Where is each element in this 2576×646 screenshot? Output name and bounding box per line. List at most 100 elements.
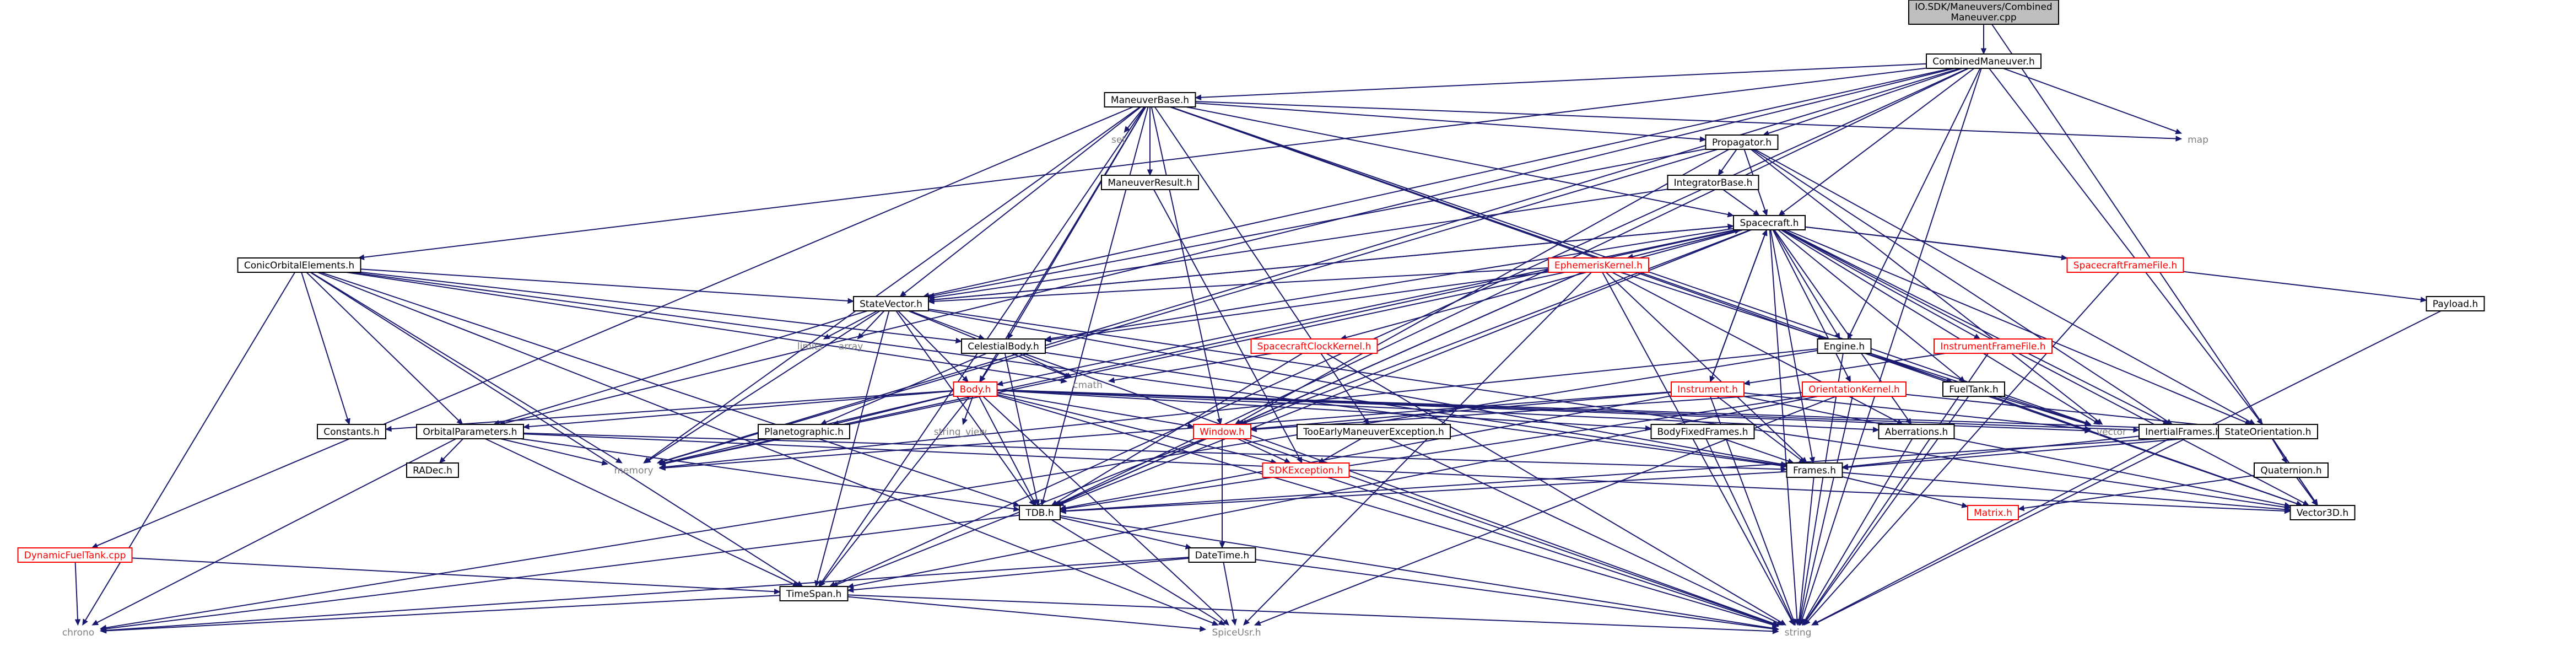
node-label: string_view — [934, 427, 987, 438]
node-tooearly[interactable]: TooEarlyManeuverException.h — [1297, 424, 1451, 439]
node-statevector[interactable]: StateVector.h — [853, 296, 929, 311]
node-label: DateTime.h — [1195, 550, 1249, 561]
node-maneuverresult[interactable]: ManeuverResult.h — [1101, 175, 1199, 190]
node-payload[interactable]: Payload.h — [2426, 296, 2485, 311]
node-frame — [2218, 424, 2318, 439]
edge-body-to-aberrations — [997, 389, 1873, 430]
node-instrument[interactable]: Instrument.h — [1671, 381, 1745, 397]
edge-tdb-to-string — [1060, 515, 1773, 629]
node-label: OrientationKernel.h — [1808, 384, 1900, 395]
edge-frames-to-vector3d — [1842, 472, 2285, 510]
edge-frames-to-tdb — [1065, 471, 1787, 512]
node-inertialframes[interactable]: InertialFrames.h — [2138, 424, 2228, 439]
node-frame — [953, 381, 998, 397]
arrowhead-maneuverbase-to-set — [1124, 126, 1130, 133]
edge-dynamicfueltank-to-chrono — [74, 562, 78, 620]
edge-conic-to-chrono — [85, 272, 296, 621]
node-frames[interactable]: Frames.h — [1786, 462, 1843, 478]
node-orientationkernel[interactable]: OrientationKernel.h — [1802, 381, 1907, 397]
edge-statevector-to-memory — [649, 310, 881, 461]
node-set: set — [1111, 134, 1126, 146]
node-vector: vector — [2097, 427, 2126, 438]
node-frame — [2254, 462, 2329, 478]
edge-spacecraft-to-celestialbody — [1050, 228, 1734, 340]
node-bodyfixedframes[interactable]: BodyFixedFrames.h — [1650, 424, 1755, 439]
node-planetographic[interactable]: Planetographic.h — [758, 424, 850, 439]
edge-frames-to-matrix — [1842, 476, 1963, 506]
node-label: cmath — [1073, 380, 1103, 391]
edge-conic-to-orbitalparameters — [306, 272, 460, 421]
node-frame — [1802, 381, 1907, 397]
arrowhead-conic-to-tdb — [1013, 501, 1020, 507]
edge-spacecraft-to-inertialframes — [1783, 229, 2164, 423]
arrowhead-tdb-to-spiceusr — [1218, 620, 1225, 626]
edge-instrumentframefile-to-instrument — [1749, 353, 1946, 384]
edge-body-to-bodyfixedframes — [997, 390, 1646, 429]
edge-engine-to-string — [1799, 353, 1844, 620]
arrowhead-body-to-tdb — [1030, 499, 1036, 507]
node-conic[interactable]: ConicOrbitalElements.h — [237, 257, 361, 273]
node-propagator[interactable]: Propagator.h — [1705, 134, 1779, 150]
arrowhead-celestialbody-to-body — [979, 375, 986, 383]
edge-statevector-to-limits — [828, 310, 878, 337]
node-aberrations[interactable]: Aberrations.h — [1878, 424, 1955, 439]
node-frame — [406, 462, 459, 478]
node-frame — [1908, 0, 2059, 25]
node-label: memory — [614, 465, 653, 476]
node-sdkexception[interactable]: SDKException.h — [1262, 462, 1350, 478]
edge-inertialframes-to-frames — [1848, 435, 2140, 467]
node-spacecraft[interactable]: Spacecraft.h — [1733, 215, 1806, 230]
node-frame — [1104, 92, 1196, 107]
edge-instrument-to-memory — [665, 391, 1672, 469]
node-orbitalparameters[interactable]: OrbitalParameters.h — [416, 424, 524, 439]
node-stateorientation[interactable]: StateOrientation.h — [2218, 424, 2318, 439]
node-label: RADec.h — [413, 465, 452, 476]
arrowhead-orbitalparameters-to-chrono — [91, 620, 99, 626]
node-root[interactable]: IO.SDK/Maneuvers/CombinedManeuver.cpp — [1908, 0, 2059, 25]
arrowhead-orbitalparameters-to-memory — [601, 460, 609, 466]
node-frame — [1671, 381, 1745, 397]
edge-datetime-to-timespan — [853, 557, 1189, 591]
node-ephemeriskernel[interactable]: EphemerisKernel.h — [1548, 257, 1649, 273]
node-constants[interactable]: Constants.h — [317, 424, 386, 439]
node-timespan[interactable]: TimeSpan.h — [779, 586, 849, 601]
edge-datetime-to-string — [1255, 559, 1773, 629]
node-radec[interactable]: RADec.h — [406, 462, 459, 478]
node-combined[interactable]: CombinedManeuver.h — [1926, 53, 2042, 69]
edge-dynamicfueltank-to-timespan — [132, 557, 775, 593]
node-vector3d[interactable]: Vector3D.h — [2289, 505, 2356, 520]
edge-combined-to-map — [2003, 68, 2177, 132]
node-frame — [1193, 424, 1251, 439]
node-label: Propagator.h — [1712, 137, 1772, 148]
arrowhead-conic-to-statevector — [847, 298, 855, 304]
node-body[interactable]: Body.h — [953, 381, 998, 397]
node-integratorbase[interactable]: IntegratorBase.h — [1667, 175, 1759, 190]
edge-body-to-window — [997, 392, 1189, 427]
node-engine[interactable]: Engine.h — [1817, 338, 1872, 354]
edge-tdb-to-spiceusr — [1051, 519, 1221, 623]
edge-spacecraft-to-stateorientation — [1786, 229, 2246, 423]
node-spacecraftframefile[interactable]: SpacecraftFrameFile.h — [2066, 257, 2184, 273]
node-maneuverbase[interactable]: ManeuverBase.h — [1104, 92, 1196, 107]
node-datetime[interactable]: DateTime.h — [1188, 547, 1256, 563]
node-frame — [758, 424, 850, 439]
node-spacecraftclockkernel[interactable]: SpacecraftClockKernel.h — [1250, 338, 1378, 354]
node-quaternion[interactable]: Quaternion.h — [2254, 462, 2329, 478]
arrowhead-quaternion-to-matrix — [2017, 505, 2025, 512]
arrowhead-quaternion-to-vector3d — [2311, 499, 2318, 506]
node-window[interactable]: Window.h — [1193, 424, 1251, 439]
edge-orbitalparameters-to-tdb — [520, 438, 1014, 510]
node-tdb[interactable]: TDB.h — [1019, 505, 1061, 520]
edge-combined-to-orbitalparameters — [504, 68, 1955, 424]
node-matrix[interactable]: Matrix.h — [1967, 505, 2019, 520]
edge-orbitalparameters-to-vector3d — [523, 433, 2285, 512]
node-dynamicfueltank[interactable]: DynamicFuelTank.cpp — [17, 547, 133, 563]
edge-ephemeriskernel-to-string — [1602, 272, 1792, 621]
node-frame — [1250, 338, 1378, 354]
edge-statevector-to-timespan — [817, 310, 890, 582]
node-celestialbody[interactable]: CelestialBody.h — [961, 338, 1046, 354]
node-fueltank[interactable]: FuelTank.h — [1942, 381, 2005, 397]
node-instrumentframefile[interactable]: InstrumentFrameFile.h — [1934, 338, 2053, 354]
arrowhead-maneuverbase-to-statevector — [899, 290, 907, 297]
arrowhead-window-to-sdkexception — [1284, 457, 1291, 464]
